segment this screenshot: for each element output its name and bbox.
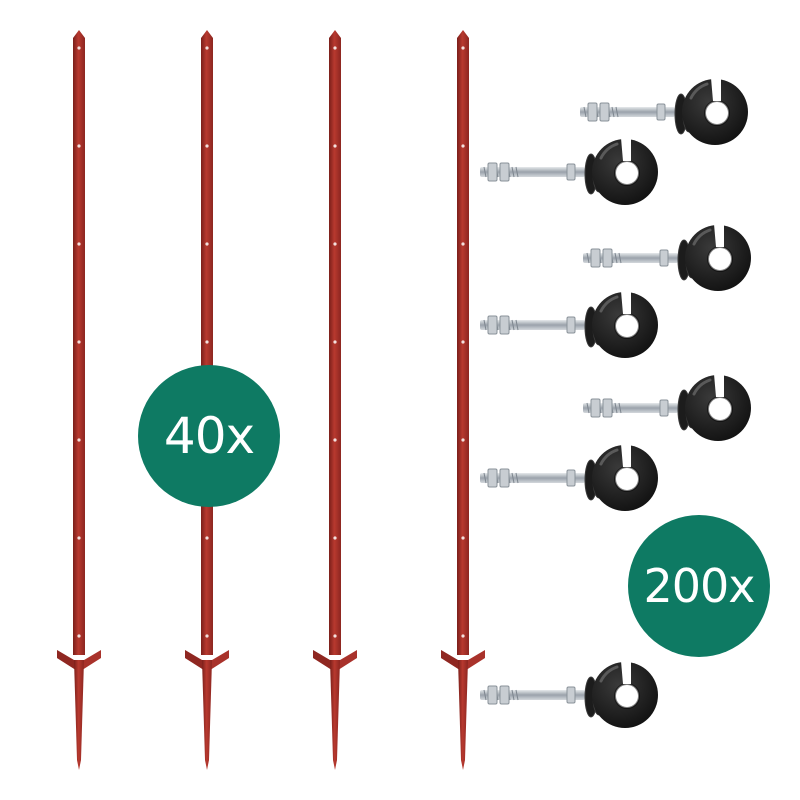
ring-insulator-7	[480, 661, 658, 728]
insulators-count-badge: 200x	[628, 515, 770, 657]
fence-post-4	[441, 30, 485, 770]
ring-insulator-2	[480, 138, 658, 205]
ring-insulator-1	[580, 78, 748, 145]
ring-insulator-3	[583, 224, 751, 291]
ring-insulator-4	[480, 291, 658, 358]
fence-post-3	[313, 30, 357, 770]
ring-insulator-5	[583, 374, 751, 441]
fence-post-1	[57, 30, 101, 770]
insulators-count-label: 200x	[643, 559, 755, 613]
posts-count-label: 40x	[163, 407, 255, 465]
ring-insulator-6	[480, 444, 658, 511]
posts-group	[57, 30, 485, 770]
insulators-group	[480, 78, 751, 728]
posts-count-badge: 40x	[138, 365, 280, 507]
